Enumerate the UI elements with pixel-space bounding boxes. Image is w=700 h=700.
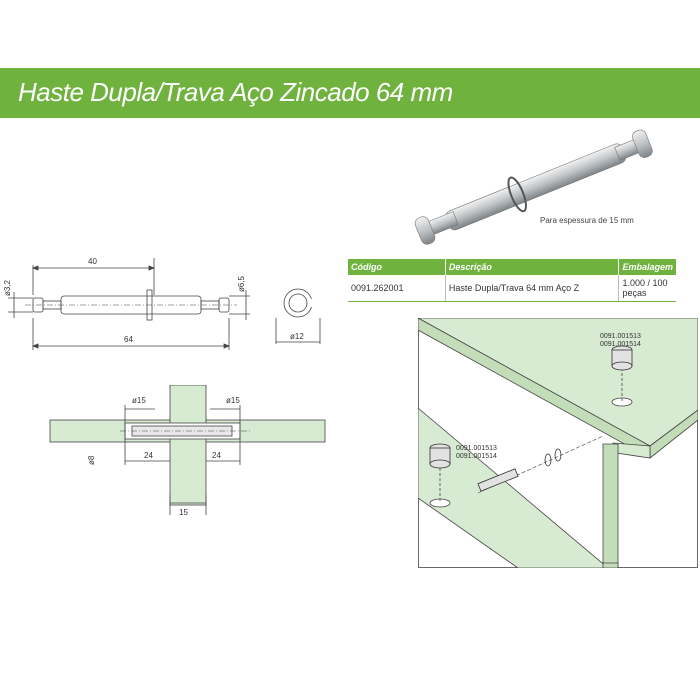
- code-left-2: 0091.001514: [456, 453, 497, 460]
- dim-length-64: 64: [124, 335, 133, 344]
- dim-thickness: 15: [179, 508, 188, 517]
- dim-bore-left: ø15: [132, 396, 146, 405]
- dim-hole-dia: ø8: [87, 455, 96, 465]
- assembly-drawing: 0091.001513 0091.001514 0091.001513 0091…: [418, 318, 698, 568]
- dim-bore-right: ø15: [226, 396, 240, 405]
- dim-length-40: 40: [88, 257, 97, 266]
- side-view-drawing: 40 64 ø3,2 ø6,5: [3, 257, 250, 350]
- col-header-code: Código: [348, 259, 446, 275]
- spec-table: Código Descrição Embalagem 0091.262001 H…: [348, 259, 676, 302]
- dim-right-dia: ø6,5: [237, 275, 246, 292]
- cell-code: 0091.262001: [348, 275, 446, 302]
- dim-depth-right: 24: [212, 451, 221, 460]
- col-header-packaging: Embalagem: [618, 259, 676, 275]
- code-top-2: 0091.001514: [600, 341, 641, 348]
- title-bar: Haste Dupla/Trava Aço Zincado 64 mm: [0, 68, 700, 118]
- end-view-drawing: ø12: [275, 288, 321, 344]
- table-row: 0091.262001 Haste Dupla/Trava 64 mm Aço …: [348, 275, 676, 302]
- cell-description: Haste Dupla/Trava 64 mm Aço Z: [445, 275, 620, 302]
- code-top-1: 0091.001513: [600, 333, 641, 340]
- cell-packaging: 1.000 / 100 peças: [618, 275, 676, 302]
- photo-caption: Para espessura de 15 mm: [540, 216, 634, 225]
- dim-left-dia: ø3,2: [3, 279, 12, 296]
- product-photo: [414, 129, 653, 245]
- section-drawing: ø15 ø15 24 24 15 ø8: [49, 385, 326, 517]
- dim-end-dia: ø12: [290, 332, 304, 341]
- col-header-description: Descrição: [445, 259, 620, 275]
- dim-depth-left: 24: [144, 451, 153, 460]
- page-title: Haste Dupla/Trava Aço Zincado 64 mm: [18, 77, 453, 107]
- code-left-1: 0091.001513: [456, 445, 497, 452]
